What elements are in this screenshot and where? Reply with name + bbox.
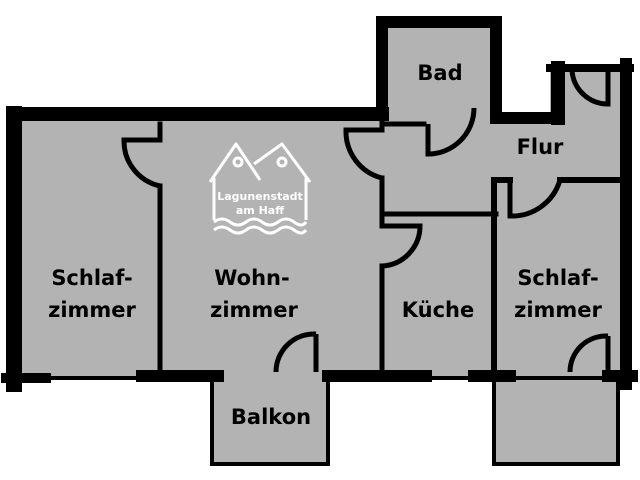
logo-line1: Lagunenstadt [217,190,303,203]
room-label-schlafzimmer-left-1: Schlaf- [51,266,132,290]
logo-line2: am Haff [236,204,284,217]
terrace-floor [494,378,618,464]
main-floor [14,114,626,376]
house-right-roof [253,142,312,183]
bad-floor [382,22,496,122]
room-label-bad: Bad [417,61,462,85]
room-label-wohnzimmer-1: Wohn- [214,266,289,290]
floor-areas [14,22,630,464]
balkon-floor [210,376,328,462]
door-terrace [567,333,611,373]
window-right-house [276,156,288,168]
doors [121,69,611,373]
room-label-schlafzimmer-left-2: zimmer [48,298,136,322]
terrace-outline [492,376,620,466]
door-schlafzimmer-right [507,179,563,219]
window-left-house [232,156,244,168]
room-label-flur: Flur [517,135,564,159]
door-balkon [273,331,319,373]
door-flur-entry [569,69,611,107]
room-label-balkon: Balkon [231,405,311,429]
door-bad [425,107,477,157]
room-label-schlafzimmer-right-2: zimmer [514,298,602,322]
door-kueche [381,223,423,269]
balkon-outline [210,376,330,466]
door-wohnzimmer-flur [343,127,383,181]
wall-bad [376,16,556,124]
house-left-roof [208,142,262,183]
two-houses-waves-icon [208,142,312,235]
door-schlafzimmer-left [121,137,161,189]
room-label-kueche: Küche [402,298,475,322]
wave-1 [213,217,308,227]
wave-2 [213,225,308,235]
room-label-wohnzimmer-2: zimmer [210,298,298,322]
walls [1,16,638,466]
room-label-schlafzimmer-right-1: Schlaf- [517,266,598,290]
